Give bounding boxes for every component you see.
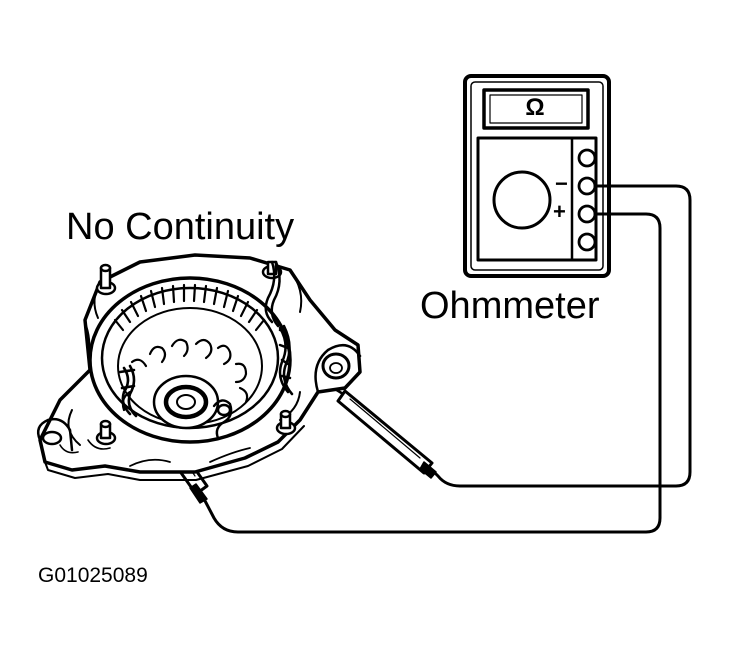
jack-positive [577, 204, 597, 224]
rotor-shaft [152, 374, 220, 430]
jack-4 [577, 232, 597, 252]
selector-knob [492, 170, 552, 230]
jack-1 [577, 148, 597, 168]
test-leads [201, 184, 692, 534]
ohm-symbol-display: Ω [525, 94, 545, 121]
neutral-terminal [212, 399, 233, 440]
probe-right [320, 379, 437, 479]
ohmmeter [463, 74, 611, 278]
no-continuity-label: No Continuity [66, 206, 295, 248]
stator-leads [264, 260, 294, 396]
stator-windings [121, 338, 249, 412]
jack-negative [577, 176, 597, 196]
through-bolts [95, 260, 297, 446]
lead-wire-positive [201, 212, 662, 534]
negative-terminal-label: − [555, 171, 568, 196]
stator-laminations [113, 283, 266, 332]
stator-terminal-left [118, 364, 138, 418]
ohmmeter-label: Ohmmeter [420, 285, 600, 327]
positive-terminal-label: + [553, 199, 566, 224]
lead-wire-negative [426, 184, 692, 488]
figure-id-label: G01025089 [38, 564, 148, 587]
alternator-end-frame [37, 253, 362, 481]
meter-display [482, 88, 590, 130]
